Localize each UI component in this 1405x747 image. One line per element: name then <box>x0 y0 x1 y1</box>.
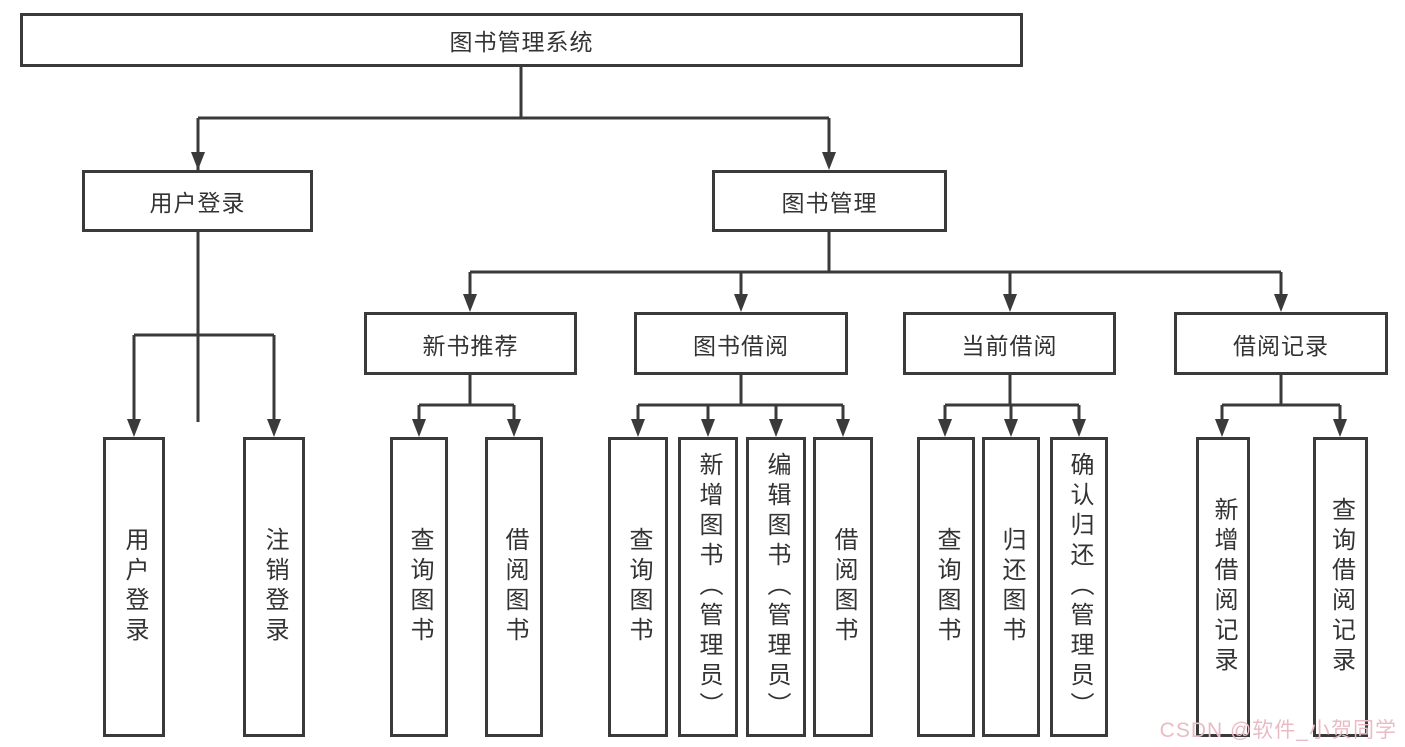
node-new-book-recommend: 新书推荐 <box>364 312 577 375</box>
node-current-borrow: 当前借阅 <box>903 312 1116 375</box>
leaf-current-return-books: 归还图书 <box>982 437 1040 737</box>
node-library-system: 图书管理系统 <box>20 13 1023 67</box>
leaf-current-confirm-return-admin: 确认归还（管理员） <box>1050 437 1108 737</box>
leaf-records-add-record: 新增借阅记录 <box>1196 437 1250 737</box>
leaf-records-query-record: 查询借阅记录 <box>1313 437 1368 737</box>
leaf-recommend-query-books: 查询图书 <box>390 437 448 737</box>
node-user-login: 用户登录 <box>82 170 313 232</box>
leaf-borrow-query-books: 查询图书 <box>608 437 668 737</box>
leaf-borrow-add-books-admin: 新增图书（管理员） <box>678 437 738 737</box>
leaf-user-login: 用户登录 <box>103 437 165 737</box>
leaf-logout: 注销登录 <box>243 437 305 737</box>
leaf-recommend-borrow-books: 借阅图书 <box>485 437 543 737</box>
node-book-borrow: 图书借阅 <box>634 312 848 375</box>
leaf-borrow-edit-books-admin: 编辑图书（管理员） <box>746 437 806 737</box>
node-book-management: 图书管理 <box>712 170 947 232</box>
leaf-borrow-borrow-books: 借阅图书 <box>813 437 873 737</box>
leaf-current-query-books: 查询图书 <box>917 437 975 737</box>
node-borrow-records: 借阅记录 <box>1174 312 1388 375</box>
csdn-watermark: CSDN @软件_小贺同学 <box>1159 719 1397 742</box>
